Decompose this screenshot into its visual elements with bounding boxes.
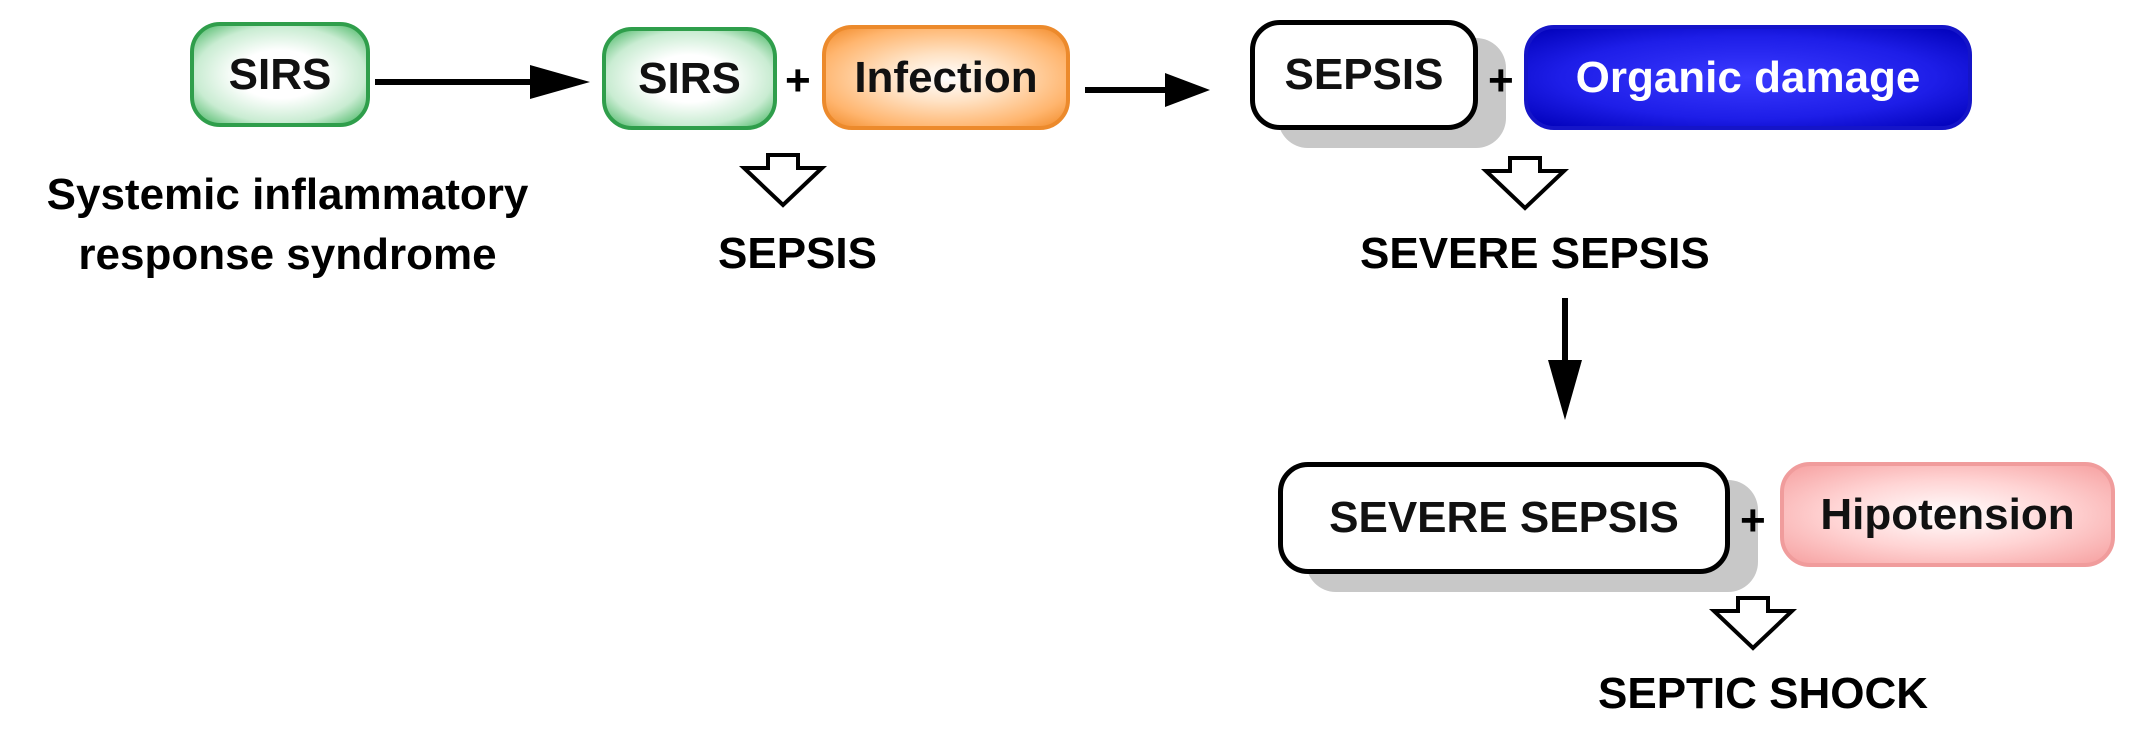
hollow-arrow-septic-shock <box>1708 596 1798 651</box>
infection-node: Infection <box>822 25 1070 130</box>
arrow-down <box>1548 298 1582 420</box>
severe-sepsis-node: SEVERE SEPSIS <box>1278 462 1730 574</box>
sepsis-node: SEPSIS <box>1250 20 1478 130</box>
septic-shock-result-label: SEPTIC SHOCK <box>1598 669 1929 718</box>
hipotension-node: Hipotension <box>1780 462 2115 567</box>
plus-operator-1: + <box>785 56 811 105</box>
sirs-description: Systemic inflammatory response syndrome <box>0 165 575 285</box>
arrow-right-2 <box>1085 73 1210 107</box>
plus-operator-3: + <box>1740 496 1766 545</box>
sirs-node-2: SIRS <box>602 27 777 130</box>
hollow-arrow-severe-sepsis <box>1480 156 1570 211</box>
hollow-arrow-sepsis <box>738 153 828 208</box>
severe-sepsis-result-label: SEVERE SEPSIS <box>1360 229 1710 278</box>
sepsis-result-label: SEPSIS <box>718 229 877 278</box>
sirs-description-line-2: response syndrome <box>78 230 497 279</box>
plus-operator-2: + <box>1488 56 1514 105</box>
organic-damage-node: Organic damage <box>1524 25 1972 130</box>
arrow-right-1 <box>375 65 590 99</box>
sirs-description-line-1: Systemic inflammatory <box>46 170 529 219</box>
sirs-node-1: SIRS <box>190 22 370 127</box>
